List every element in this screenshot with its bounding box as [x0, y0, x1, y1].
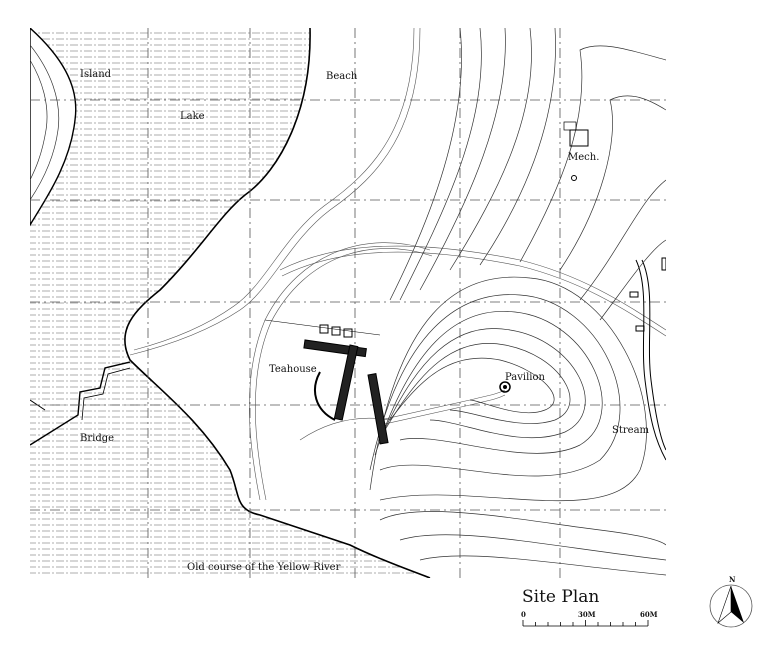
label-island: Island: [80, 69, 112, 80]
grid: [30, 28, 666, 578]
bridge: [30, 361, 131, 446]
pavilion-symbol: [499, 381, 511, 393]
scale-bar: 0 30M 60M: [521, 610, 658, 627]
label-beach: Beach: [326, 71, 358, 82]
north-label: N: [729, 575, 736, 584]
north-arrow-icon: N: [709, 575, 753, 628]
island: [30, 28, 77, 227]
label-teahouse: Teahouse: [269, 364, 317, 375]
label-stream: Stream: [612, 425, 650, 436]
label-pavilion: Pavilion: [505, 372, 546, 383]
scale-end-label: 60M: [640, 610, 658, 619]
shoreline: [124, 28, 431, 578]
drawing-title: Site Plan: [522, 587, 599, 607]
label-river: Old course of the Yellow River: [187, 562, 341, 573]
scale-start-label: 0: [521, 610, 526, 619]
teahouse-building: [264, 319, 389, 445]
label-lake: Lake: [180, 111, 205, 122]
label-mech: Mech.: [568, 152, 599, 163]
contour-lines: [369, 28, 666, 576]
scale-mid-label: 30M: [578, 610, 596, 619]
lake-water: [30, 28, 430, 578]
mech-building: [569, 129, 589, 147]
label-bridge: Bridge: [80, 433, 114, 444]
